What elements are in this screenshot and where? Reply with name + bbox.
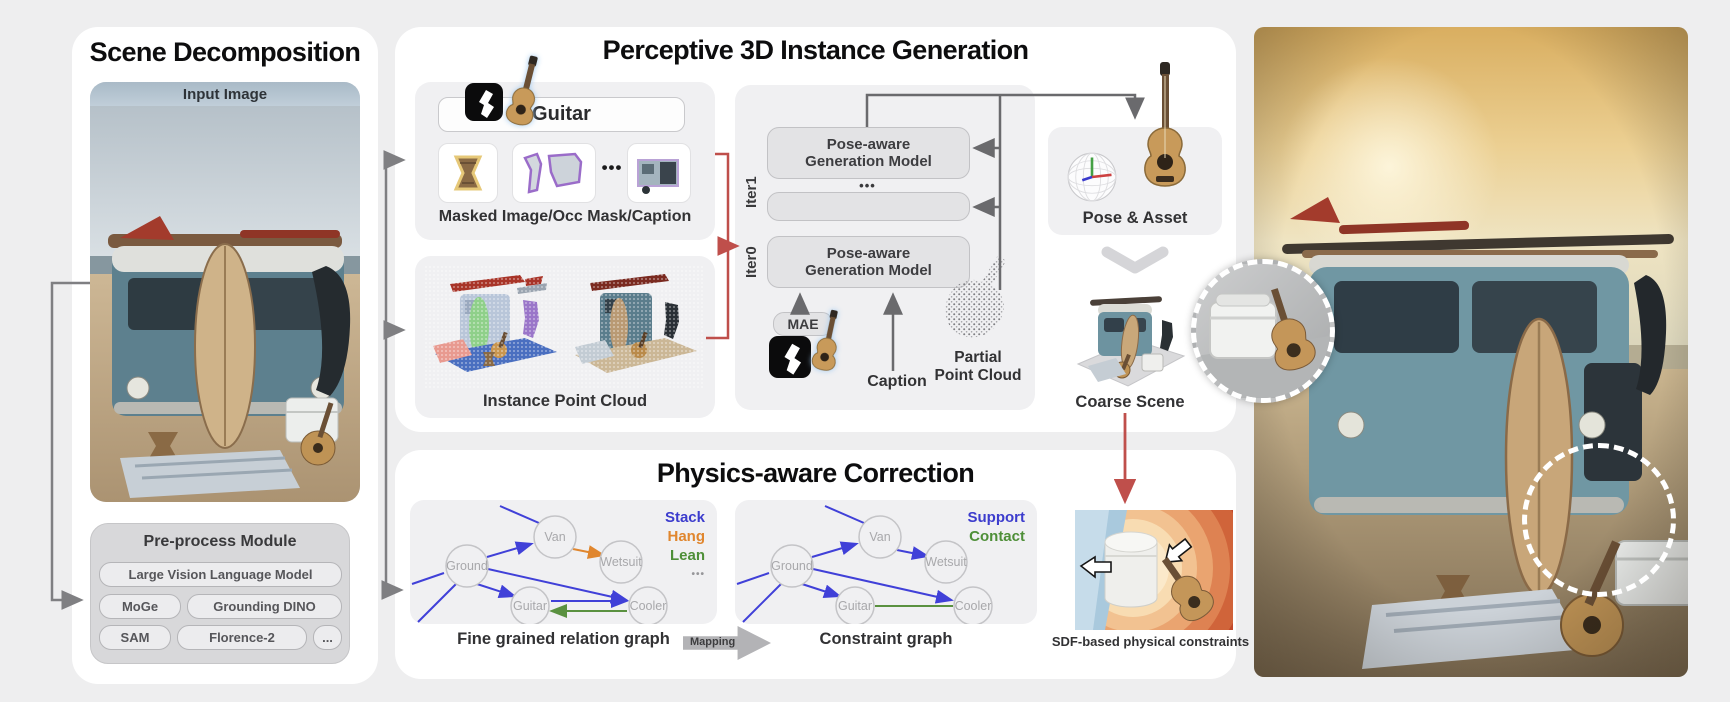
masked-stool-thumb: [438, 143, 498, 203]
input-image-header: Input Image: [90, 82, 360, 106]
partial-line2: Point Cloud: [934, 367, 1022, 384]
masked-wetsuit-thumb: [512, 143, 596, 203]
iter1-label: Iter1: [743, 176, 760, 208]
physics-title: Physics-aware Correction: [656, 458, 975, 488]
physics-panel: Physics-aware Correction: [395, 450, 1249, 679]
preprocess-title: Pre-process Module: [143, 533, 297, 550]
coarse-zoom-content: [1196, 288, 1330, 398]
final-scene-photo: [1254, 27, 1688, 677]
caption-input-label: Caption: [867, 373, 927, 390]
module-ellipsis: ...: [313, 625, 342, 650]
partial-pointcloud-image: [945, 255, 1006, 338]
chevron-down-icon: [1101, 246, 1169, 274]
node-wetsuit: Wetsuit: [600, 555, 642, 569]
mae-label: MAE: [787, 315, 819, 332]
input-image-photo: [90, 106, 360, 502]
constraint-graph: Ground Van Wetsuit Guitar Cooler: [736, 505, 993, 624]
pose-asset-label: Pose & Asset: [1082, 209, 1188, 227]
scene-decomposition-panel: Scene Decomposition Input Image: [72, 27, 378, 684]
masked-guitar-icon: [769, 336, 811, 378]
model-label-line1: Pose-aware: [826, 135, 911, 153]
node-van: Van: [544, 530, 565, 544]
fine-graph-caption: Fine grained relation graph: [457, 630, 670, 648]
legend-support: Support: [967, 509, 1026, 526]
model-label-line2: Generation Model: [805, 262, 932, 279]
legend-stack: Stack: [664, 509, 705, 526]
perceptive-panel: Perceptive 3D Instance Generation Guitar: [395, 27, 1236, 432]
pose-aware-model-box-bottom: Pose-aware Generation Model: [767, 236, 970, 288]
model-label-line1: Pose-aware: [826, 244, 911, 262]
legend-lean: Lean: [669, 547, 705, 564]
module-grounding-dino: Grounding DINO: [187, 594, 342, 619]
fine-graph-legend: Stack Hang Lean •••: [665, 508, 705, 584]
result-zoom-circle: [1522, 443, 1676, 597]
scene-decomposition-title: Scene Decomposition: [89, 37, 361, 67]
iter0-label: Iter0: [743, 246, 760, 278]
coarse-scene-image: [1076, 296, 1186, 387]
iteration-dots: •••: [859, 178, 876, 193]
mapping-label: Mapping: [690, 636, 736, 648]
model-box-middle: [767, 192, 970, 221]
pose-aware-model-box-top: Pose-aware Generation Model: [767, 127, 970, 179]
guitar-cutout-image: [492, 51, 557, 144]
sdf-constraints-image: [1075, 510, 1233, 630]
module-lvlm: Large Vision Language Model: [99, 562, 342, 587]
input-image-label: Input Image: [182, 85, 268, 103]
constraint-graph-legend: Support Contact: [968, 508, 1026, 546]
final-scene-render: [1254, 27, 1688, 677]
sdf-caption: SDF-based physical constraints: [1051, 634, 1250, 649]
instance-card-caption: Instance Point Cloud: [482, 392, 648, 410]
legend-dots: •••: [691, 569, 705, 580]
node-guitar: Guitar: [838, 599, 872, 613]
masked-ellipsis: •••: [601, 158, 623, 177]
masked-image-icon: [465, 83, 503, 121]
legend-hang: Hang: [667, 528, 706, 545]
fine-relation-graph-card: Ground Van Wetsuit Guitar Cooler Stack H…: [410, 500, 717, 624]
preprocess-module: Pre-process Module Large Vision Language…: [90, 523, 350, 664]
partial-line1: Partial: [954, 349, 1002, 366]
pose-asset-card: Pose & Asset: [1048, 62, 1222, 235]
node-ground: Ground: [446, 559, 488, 573]
instance-pointcloud-image: [425, 266, 705, 388]
guitar-cutout-small: [799, 304, 854, 389]
mae-pill: MAE: [773, 312, 833, 336]
node-cooler: Cooler: [955, 599, 992, 613]
module-sam: SAM: [99, 625, 171, 650]
constraint-graph-card: Ground Van Wetsuit Guitar Cooler Support…: [735, 500, 1037, 624]
perceptive-title: Perceptive 3D Instance Generation: [602, 35, 1029, 65]
model-label-line2: Generation Model: [805, 153, 932, 170]
node-cooler: Cooler: [630, 599, 667, 613]
node-guitar: Guitar: [513, 599, 547, 613]
pose-sphere: [1067, 152, 1117, 202]
coarse-zoom-callout: [1191, 259, 1335, 403]
module-florence2: Florence-2: [177, 625, 307, 650]
partial-pointcloud-caption: Partial Point Cloud: [928, 349, 1028, 385]
module-moge: MoGe: [99, 594, 181, 619]
iteration-card: Iter1 Iter0 Pose-aware Generation Model …: [735, 85, 1035, 410]
node-van: Van: [869, 530, 890, 544]
asset-guitar-image: [1138, 62, 1192, 212]
coarse-scene-label: Coarse Scene: [1075, 393, 1185, 411]
input-image-card: Input Image: [90, 82, 360, 502]
instance-pointcloud-card: Instance Point Cloud: [415, 256, 715, 418]
node-wetsuit: Wetsuit: [925, 555, 967, 569]
fine-relation-graph: Ground Van Wetsuit Guitar Cooler: [411, 505, 668, 624]
constraint-graph-caption: Constraint graph: [819, 630, 953, 648]
legend-contact: Contact: [969, 528, 1025, 545]
object-label: Guitar: [532, 103, 591, 125]
masked-card-caption: Masked Image/Occ Mask/Caption: [438, 208, 692, 225]
masked-image-card: Guitar ••• Ma: [415, 55, 715, 240]
masked-van-thumb: [627, 143, 691, 203]
node-ground: Ground: [771, 559, 813, 573]
